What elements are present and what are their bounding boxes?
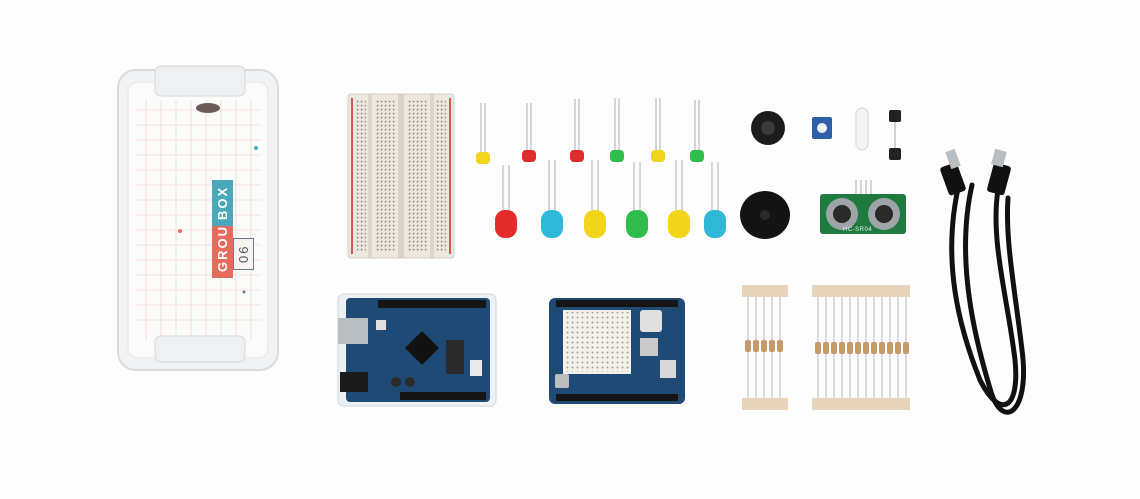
small-components [740,107,906,239]
sensor-label: HC-SR04 [843,227,873,233]
storage-box [117,65,279,371]
large-leds [495,160,726,238]
breadboard-holes [356,100,446,252]
box-label-box: BOX [212,179,233,226]
prototype-shield [549,298,685,404]
breadboard [347,93,455,259]
usb-connectors [940,148,1011,196]
microcontroller-board [337,293,497,407]
small-leds [476,98,704,164]
usb-cable [949,177,1026,415]
resistor-strips [742,285,910,410]
box-label-number: 06 [233,237,254,270]
